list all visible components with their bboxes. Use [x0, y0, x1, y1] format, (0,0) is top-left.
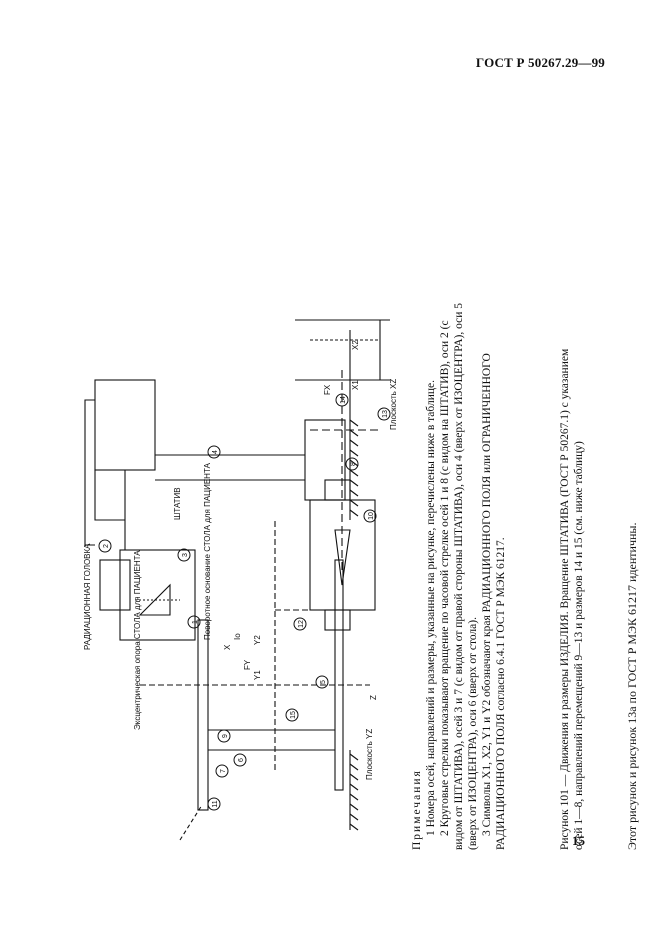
callout-number-3: 3 [182, 553, 189, 557]
figure-101-diagram: РАДИАЦИОННАЯ ГОЛОВКА ШТАТИВ Эксцентричес… [83, 319, 398, 841]
table-top [197, 619, 209, 811]
label-y1: Y1 [253, 670, 262, 680]
page-number: 15 [572, 833, 585, 848]
callout-number-2: 2 [103, 544, 110, 548]
callout-number-6: 6 [238, 758, 245, 762]
callout-number-11: 11 [212, 800, 219, 807]
notes-title: Примечания [411, 769, 423, 850]
note-item-2: 2 Круговые стрелки показывают вращение п… [439, 302, 479, 850]
note-item-1: 1 Номера осей, направлений и размеры, ук… [425, 379, 437, 836]
callout-number-10: 10 [368, 512, 375, 520]
caption-line-2: осей 1—8, направлений перемещений 9—13 и… [573, 441, 585, 850]
label-stand: ШТАТИВ [173, 487, 182, 520]
callout-number-13: 13 [382, 410, 389, 418]
callout-number-14: 14 [340, 396, 347, 404]
label-plane-yz: Плоскость YZ [365, 729, 374, 780]
callout-number-8: 8 [350, 462, 357, 466]
table-base [334, 559, 344, 791]
callout-number-7: 7 [220, 769, 227, 773]
label-rotary-base: Поворотное основание СТОЛА для ПАЦИЕНТА [203, 462, 212, 640]
caption-line-1: Рисунок 101 — Движения и размеры ИЗДЕЛИЯ… [559, 348, 571, 850]
radiation-head-box [119, 549, 196, 641]
label-y2: Y2 [253, 635, 262, 645]
label-io: Iо [233, 633, 242, 640]
notes-block: Примечания 1 Номера осей, направлений и … [410, 290, 508, 850]
right-front-view [295, 319, 390, 631]
callout-number-1: 1 [192, 620, 199, 624]
document-header: ГОСТ Р 50267.29—99 [475, 55, 605, 70]
label-fx: FX [323, 384, 332, 395]
callout-number-4: 4 [212, 450, 219, 454]
floor-hatch-left [349, 750, 359, 831]
callout-number-9: 9 [222, 734, 229, 738]
label-x2: X2 [351, 340, 360, 350]
rotated-content: РАДИАЦИОННАЯ ГОЛОВКА ШТАТИВ Эксцентричес… [80, 0, 660, 850]
callout-number-15: 15 [290, 711, 297, 719]
footer-note: Этот рисунок и рисунок 13а по ГОСТ Р МЭК… [625, 522, 639, 850]
label-x: X [223, 644, 232, 650]
label-radiation-head: РАДИАЦИОННАЯ ГОЛОВКА [83, 543, 92, 650]
note-item-3: 3 Символы X1, X2, Y1 и Y2 обозначают кра… [481, 353, 507, 850]
figure-caption: Рисунок 101 — Движения и размеры ИЗДЕЛИЯ… [558, 290, 586, 850]
callout-number-5: 5 [320, 680, 327, 684]
floor-hatch-right [349, 330, 359, 520]
callout-number-12: 12 [298, 620, 305, 628]
label-fy: FY [243, 659, 252, 670]
circled-callouts [98, 393, 391, 811]
label-eccentric-support: Эксцентрическая опора СТОЛА для ПАЦИЕНТА [133, 550, 142, 730]
stand-box [94, 379, 156, 471]
left-side-view [84, 330, 370, 841]
label-x1: X1 [351, 380, 360, 390]
label-plane-xz: Плоскость XZ [389, 379, 398, 430]
label-z: Z [369, 695, 378, 700]
